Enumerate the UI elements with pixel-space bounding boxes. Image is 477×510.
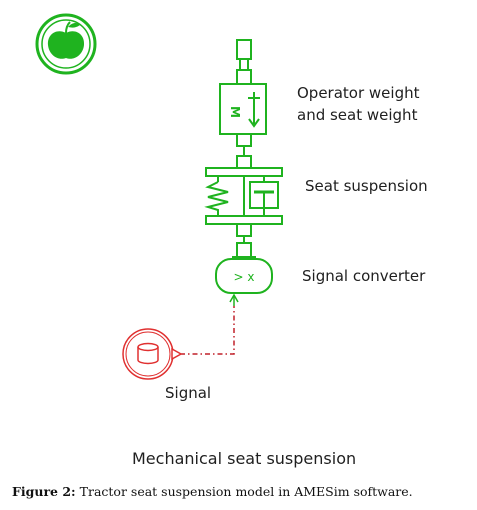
- diagram-title: Mechanical seat suspension: [132, 449, 357, 468]
- caption-text: Tractor seat suspension model in AMESim …: [79, 484, 413, 499]
- converter-glyph: > x: [234, 270, 255, 284]
- converter-label: Signal converter: [302, 267, 426, 285]
- top-cap-icon: [236, 39, 252, 72]
- suspension-label: Seat suspension: [305, 177, 428, 195]
- signal-source-icon: [122, 328, 183, 380]
- signal-converter-icon: > x: [215, 256, 273, 294]
- operator-label-line2: and seat weight: [297, 106, 418, 124]
- figure-caption: Figure 2: Tractor seat suspension model …: [12, 484, 413, 499]
- amesim-model-diagram: M > x: [35, 13, 283, 380]
- operator-label-line1: Operator weight: [297, 84, 420, 102]
- spring-damper-icon: [204, 167, 283, 225]
- signal-label: Signal: [165, 384, 212, 402]
- mass-glyph: M: [228, 106, 242, 118]
- caption-prefix: Figure 2:: [12, 484, 76, 499]
- signal-line: [180, 293, 239, 355]
- apple-logo-icon: [35, 13, 97, 75]
- mass-block-icon: M: [219, 69, 267, 135]
